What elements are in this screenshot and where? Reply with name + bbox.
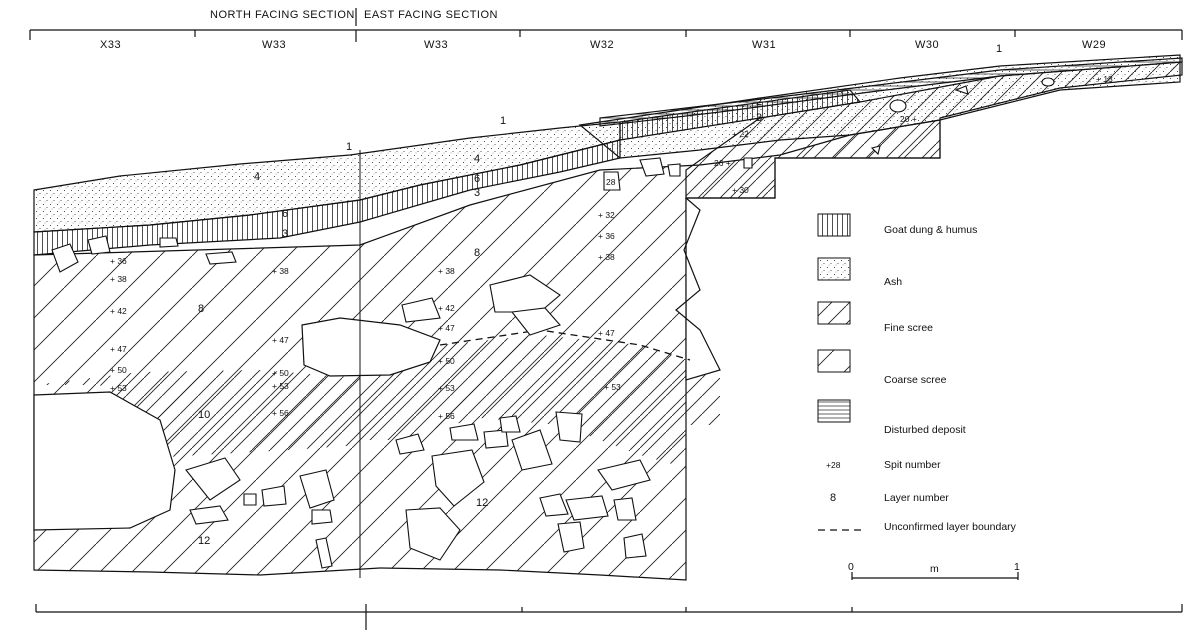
legend: Goat dung & humus Ash Fine scree Coarse … xyxy=(817,213,1017,533)
spit-numbers: + 36 + 38 + 42 + 47 + 50 + 53 + 38 + 47 … xyxy=(110,74,1113,421)
spit-number: + 36 xyxy=(598,231,615,241)
scale-bar: 0 m 1 xyxy=(848,561,1020,580)
square-label-w32: W32 xyxy=(590,39,614,51)
square-label-w29: W29 xyxy=(1082,39,1106,51)
legend-label-coarse-scree: Coarse scree xyxy=(884,374,947,386)
spit-number: + 36 xyxy=(110,256,127,266)
spit-number: + 42 xyxy=(438,303,455,313)
fine-scree-fill xyxy=(360,335,720,468)
layer-3-left: 3 xyxy=(282,228,288,240)
scale-start: 0 xyxy=(848,561,854,573)
legend-swatch-ash xyxy=(817,257,851,281)
top-grid-line xyxy=(29,29,1183,42)
legend-swatch-disturbed xyxy=(817,399,851,423)
layer-12-right: 12 xyxy=(476,497,488,509)
spit-number: + 38 xyxy=(272,266,289,276)
legend-label-fine-scree: Fine scree xyxy=(884,322,933,334)
void-right xyxy=(675,196,721,381)
scale-end: 1 xyxy=(1014,561,1020,573)
spit-number: + 38 xyxy=(598,252,615,262)
layer-1-left: 1 xyxy=(346,141,352,153)
layer-3-mid: 3 xyxy=(474,187,480,199)
spit-number: + 53 xyxy=(438,383,455,393)
spit-number: + 47 xyxy=(110,344,127,354)
layer-8-right: 8 xyxy=(474,247,480,259)
dung-humus-fill xyxy=(33,139,621,256)
legend-spit-label: Spit number xyxy=(884,459,941,471)
legend-layer-symbol: 8 xyxy=(830,492,836,504)
rocks xyxy=(51,77,1055,569)
layer-10: 10 xyxy=(198,409,210,421)
spit-number: + 56 xyxy=(438,411,455,421)
spit-number: + 47 xyxy=(272,335,289,345)
legend-layer-label: Layer number xyxy=(884,492,949,504)
legend-label-goat-dung: Goat dung & humus xyxy=(884,224,977,236)
unconfirmed-boundary xyxy=(439,329,691,361)
spit-number: + 53 xyxy=(272,381,289,391)
square-label-x33: X33 xyxy=(100,39,121,51)
scale-unit: m xyxy=(930,563,939,575)
layer-1-right: 1 xyxy=(996,43,1002,55)
spit-number: + 53 xyxy=(604,382,621,392)
spit-number: + 47 xyxy=(438,323,455,333)
layer-4-right: 4 xyxy=(474,153,480,165)
spit-number: + 50 xyxy=(438,356,455,366)
bottom-grid-line xyxy=(35,604,1183,630)
layer-6-left: 6 xyxy=(282,208,288,220)
square-label-w30: W30 xyxy=(915,39,939,51)
north-section-title: NORTH FACING SECTION xyxy=(210,9,355,21)
square-label-w33-east: W33 xyxy=(424,39,448,51)
spit-number: 26 + xyxy=(714,158,731,168)
legend-swatch-fine-scree xyxy=(817,301,851,325)
legend-swatch-goat-dung xyxy=(817,213,851,237)
void-left xyxy=(33,391,176,531)
legend-boundary-label: Unconfirmed layer boundary xyxy=(884,521,1017,533)
legend-label-disturbed: Disturbed deposit xyxy=(884,424,966,436)
layer-1-middle: 1 xyxy=(500,115,506,127)
spit-number: + 42 xyxy=(110,306,127,316)
fine-scree-upper-right xyxy=(685,61,1183,199)
spit-number: + 53 xyxy=(110,383,127,393)
legend-spit-symbol: +28 xyxy=(826,460,841,470)
spit-number: + 18 xyxy=(1096,74,1113,84)
layer-10-fill xyxy=(34,370,360,458)
spit-number: + 38 xyxy=(438,266,455,276)
legend-label-ash: Ash xyxy=(884,276,902,288)
spit-number: + 30 xyxy=(732,185,749,195)
legend-swatch-coarse-scree xyxy=(817,349,851,373)
layer-6-right: 6 xyxy=(474,173,480,185)
layer-8-left: 8 xyxy=(198,303,204,315)
spit-number: + 32 xyxy=(598,210,615,220)
spit-number: + 50 xyxy=(272,368,289,378)
spit-number: + 22 xyxy=(732,129,749,139)
spit-number: + 47 xyxy=(598,328,615,338)
section-profile xyxy=(33,54,1183,581)
square-label-w33-north: W33 xyxy=(262,39,286,51)
spit-number: + 56 xyxy=(272,408,289,418)
spit-number: 28 xyxy=(606,177,616,187)
layer-12-left: 12 xyxy=(198,535,210,547)
layer-4-left: 4 xyxy=(254,171,260,183)
spit-number: 20 + xyxy=(900,114,917,124)
spit-number: + 50 xyxy=(110,365,127,375)
layer-3-upper: 3 xyxy=(756,112,762,124)
square-label-w31: W31 xyxy=(752,39,776,51)
layer-2: 2 xyxy=(756,96,762,108)
east-section-title: EAST FACING SECTION xyxy=(364,9,498,21)
spit-number: + 38 xyxy=(110,274,127,284)
